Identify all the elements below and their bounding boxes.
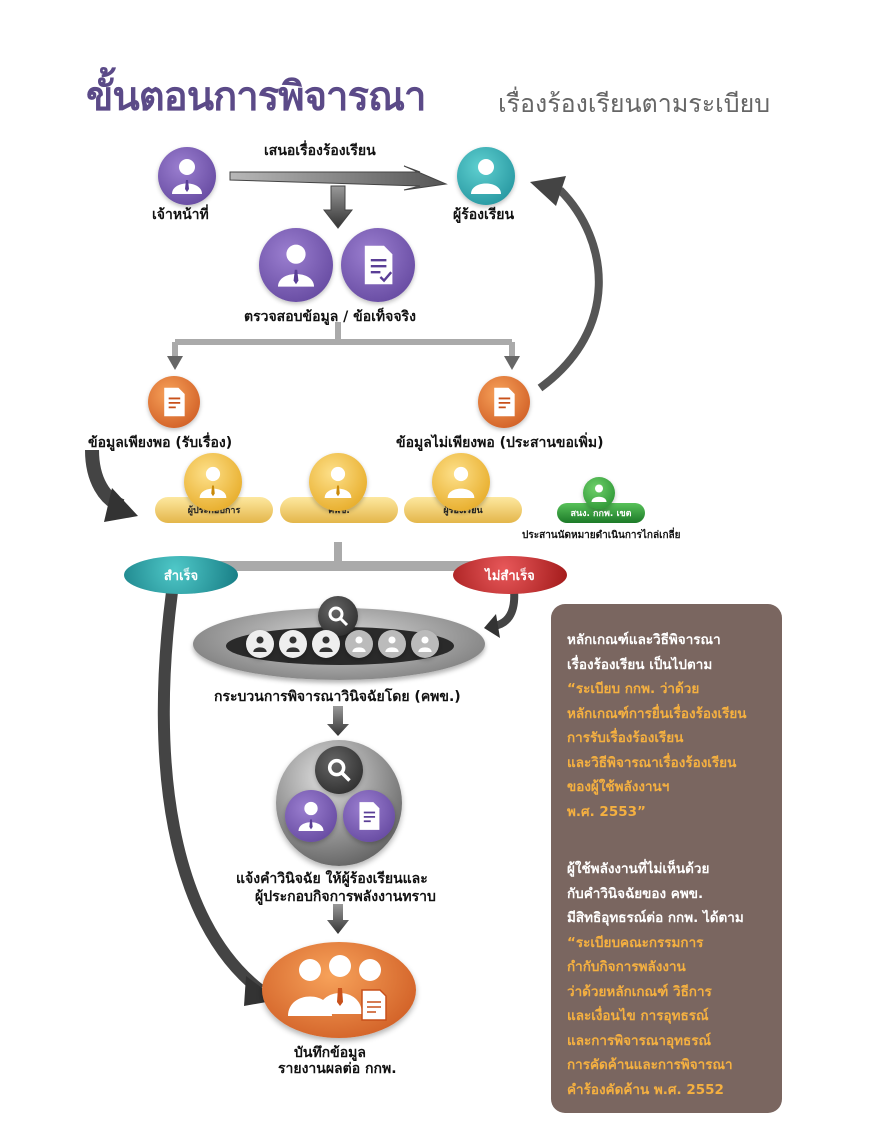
- magnifier-node: [318, 596, 358, 636]
- process-member-5: [378, 630, 406, 658]
- person-icon: [319, 636, 333, 652]
- notify-document-node: [343, 790, 395, 842]
- magnifier-icon: [328, 606, 349, 627]
- mediator-node: [583, 477, 615, 509]
- person-icon: [385, 636, 399, 652]
- person-icon: [278, 244, 314, 287]
- notify-line1: แจ้งคำวินิจฉัย ให้ผู้ร้องเรียนและ: [236, 871, 428, 887]
- notify-magnifier-node: [315, 746, 363, 794]
- info-panel: [551, 604, 782, 1113]
- success-arrow: [157, 591, 264, 995]
- person-icon: [253, 636, 267, 652]
- process-member-4: [345, 630, 373, 658]
- person-icon: [471, 159, 501, 194]
- notify-line2: ผู้ประกอบกิจการพลังงานทราบ: [255, 889, 436, 905]
- check-officer-node: [259, 228, 333, 302]
- person-icon: [591, 484, 607, 502]
- magnifier-icon: [327, 758, 351, 782]
- party-node-operator: [184, 453, 242, 511]
- down-arrow-3: [327, 904, 349, 934]
- person-icon: [199, 466, 227, 498]
- return-arrow: [537, 187, 603, 392]
- process-member-2: [279, 630, 307, 658]
- submit-arrow: [229, 165, 448, 191]
- record-line2: รายงานผลต่อ กกพ.: [278, 1061, 397, 1077]
- officer-label: เจ้าหน้าที่: [152, 207, 209, 223]
- party-node-committee: [309, 453, 367, 511]
- submit-label: เสนอเรื่องร้องเรียน: [264, 143, 376, 159]
- page-subtitle: เรื่องร้องเรียนตามระเบียบ: [498, 89, 771, 118]
- insufficient-node: [478, 376, 530, 428]
- down-arrow-2: [327, 706, 349, 736]
- person-icon: [172, 159, 202, 194]
- document-icon: [494, 387, 515, 417]
- person-icon: [286, 636, 300, 652]
- document-icon: [364, 245, 393, 285]
- person-icon: [324, 466, 352, 498]
- team-icon: [288, 955, 387, 1021]
- person-icon: [298, 801, 324, 831]
- process-member-6: [411, 630, 439, 658]
- complainant-label: ผู้ร้องเรียน: [453, 207, 515, 223]
- process-member-1: [246, 630, 274, 658]
- info-panel-criteria: หลักเกณฑ์และวิธีพิจารณา เรื่องร้องเรียน …: [567, 632, 747, 820]
- info-panel-appeal: ผู้ใช้พลังงานที่ไม่เห็นด้วย กับคำวินิจฉั…: [567, 861, 744, 1098]
- complainant-node: [457, 147, 515, 205]
- insufficient-label: ข้อมูลไม่เพียงพอ (ประสานขอเพิ่ม): [396, 435, 604, 451]
- success-badge: สำเร็จ: [124, 556, 238, 594]
- mediator-pill: สนง. กกพ. เขต: [557, 503, 645, 523]
- check-document-node: [341, 228, 415, 302]
- person-icon: [447, 466, 475, 498]
- process-member-3: [312, 630, 340, 658]
- document-icon: [359, 802, 380, 830]
- notify-person-node: [285, 790, 337, 842]
- check-label: ตรวจสอบข้อมูล / ข้อเท็จจริง: [244, 309, 416, 325]
- party-node-complainant: [432, 453, 490, 511]
- fail-badge: ไม่สำเร็จ: [453, 556, 567, 594]
- person-icon: [352, 636, 366, 652]
- person-icon: [418, 636, 432, 652]
- mediator-note: ประสานนัดหมายดำเนินการไกล่เกลี่ย: [522, 530, 681, 541]
- document-icon: [164, 387, 185, 417]
- sufficient-label: ข้อมูลเพียงพอ (รับเรื่อง): [88, 435, 233, 451]
- down-arrow-1: [322, 185, 354, 229]
- record-line1: บันทึกข้อมูล: [294, 1045, 366, 1061]
- sufficient-node: [148, 376, 200, 428]
- officer-node: [158, 147, 216, 205]
- page-title: ขั้นตอนการพิจารณา: [86, 74, 427, 120]
- split-bracket: [172, 322, 515, 360]
- process-label: กระบวนการพิจารณาวินิจฉัยโดย (คพข.): [214, 689, 461, 705]
